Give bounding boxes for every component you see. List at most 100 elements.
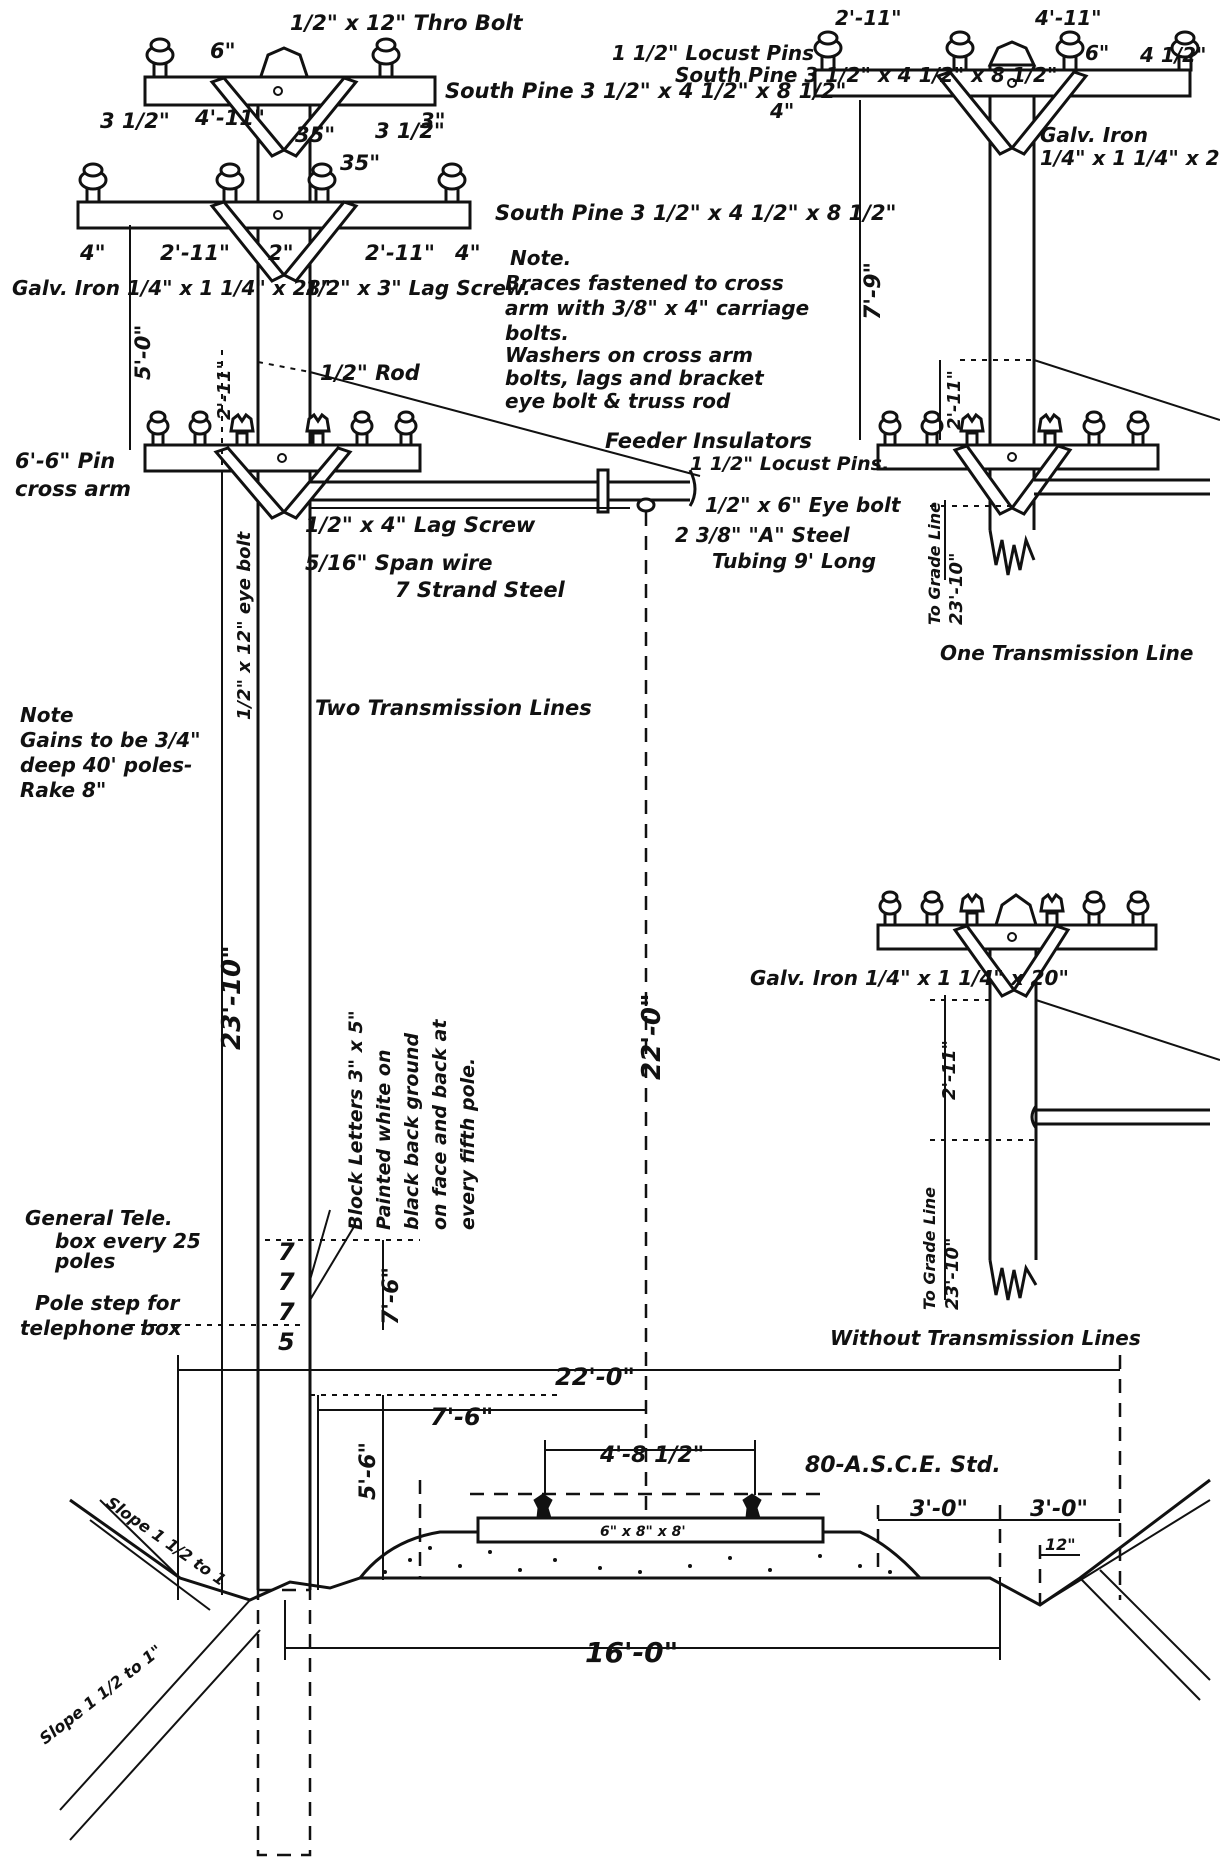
label-ol-locust-pins: 1 1/2" Locust Pins: [612, 41, 814, 65]
tie: [476, 1516, 825, 1544]
label-steel-tubing-2: Tubing 9' Long: [712, 549, 876, 573]
label-galv-iron: Galv. Iron 1/4" x 1 1/4" x 28": [12, 276, 331, 300]
label-ol-to-grade-1: To Grade Line: [925, 502, 944, 625]
label-22-0: 22'-0": [555, 1363, 635, 1391]
label-7-6-vert: 7'-6": [379, 1267, 404, 1325]
label-ol-7-9: 7'-9": [861, 262, 886, 320]
truss-rod: [309, 371, 701, 477]
note-braces: Note. Braces fastened to cross arm with …: [505, 246, 809, 413]
one-line-pin-arm: [876, 443, 1160, 471]
note-gains: Note Gains to be 3/4" deep 40' poles- Ra…: [20, 703, 201, 802]
one-line-pin-insulators: [878, 410, 1150, 447]
label-ol-caption: One Transmission Line: [940, 641, 1193, 665]
label-gauge: 4'-8 1/2": [599, 1443, 704, 1468]
label-16-0: 16'-0": [585, 1636, 678, 1669]
label-wl-caption: Without Transmission Lines: [830, 1326, 1141, 1350]
label-3-0-right: 3'-0": [1030, 1497, 1088, 1522]
label-dim-2-11-right: 2'-11": [365, 241, 435, 265]
label-22-0-vert: 22'-0": [637, 993, 667, 1080]
pole-step-line-0: Pole step for: [35, 1291, 181, 1315]
label-eye-bolt-vertical: 1/2" x 12" eye bolt: [234, 530, 255, 720]
label-rail: 80-A.S.C.E. Std.: [805, 1453, 1001, 1478]
label-dim-5-0: 5'-0": [131, 325, 155, 380]
note-gains-line-3: Rake 8": [20, 778, 106, 802]
thro-bolt: [273, 86, 283, 96]
label-span-wire: 5/16" Span wire: [305, 551, 493, 575]
pole-step-line-1: telephone box: [20, 1316, 183, 1340]
block-letters-line-4: every fifth pole.: [457, 1058, 479, 1230]
one-line-top-insulators: [813, 30, 1200, 72]
two-lines-pole: [76, 37, 701, 1857]
pin-cross-arm: [143, 443, 422, 473]
label-wl-galv-iron: Galv. Iron 1/4" x 1 1/4" x 20": [750, 966, 1069, 990]
label-two-lines-caption: Two Transmission Lines: [315, 696, 592, 720]
label-pin-cross-arm-1: 6'-6" Pin: [15, 449, 115, 473]
label-slope-upper: Slope 1 1/2 to 1: [103, 1493, 230, 1590]
feeder-insulator: [596, 468, 610, 514]
pole-number-0: 7: [278, 1238, 295, 1266]
note-braces-line-5: bolts, lags and bracket: [505, 366, 765, 390]
without-lines-pole: [876, 890, 1220, 1301]
label-3-0-left: 3'-0": [910, 1497, 968, 1522]
note-braces-line-1: Braces fastened to cross: [505, 271, 784, 295]
telephone-box-line-0: General Tele.: [25, 1206, 173, 1230]
pole-lower-labels: 23'-10" 22'-0" Block Letters 3" x 5" Pai…: [20, 945, 667, 1356]
label-south-pine-2: South Pine 3 1/2" x 4 1/2" x 8 1/2": [495, 201, 897, 225]
label-ol-4half: 4 1/2": [1139, 43, 1206, 67]
label-ol-galv-iron-1: Galv. Iron: [1040, 123, 1148, 147]
label-ol-2-11: 2'-11": [835, 6, 902, 30]
label-dim-3half-left: 3 1/2": [100, 109, 170, 133]
label-dim-2-11-vert: 2'-11": [214, 360, 235, 420]
label-ol-4-11: 4'-11": [1034, 6, 1102, 30]
label-dim-3: 3": [420, 109, 446, 133]
one-line-labels: 2'-11" 4'-11" 1 1/2" Locust Pins 6" 4 1/…: [612, 6, 1220, 665]
note-gains-line-1: Gains to be 3/4": [20, 728, 201, 752]
tubing-end: [688, 469, 697, 507]
block-letters-line-2: black back ground: [401, 1033, 423, 1230]
pole-number-2: 7: [278, 1298, 295, 1326]
pin-arm-insulators: [146, 410, 418, 447]
label-dim-6: 6": [210, 39, 236, 63]
top-arm-braces: [209, 76, 359, 158]
label-12: 12": [1045, 1535, 1076, 1554]
note-braces-line-2: arm with 3/8" x 4" carriage: [505, 296, 809, 320]
ground-hatching: [59, 1499, 1211, 1841]
label-steel-tubing-1: 2 3/8" "A" Steel: [675, 523, 851, 547]
block-letters-line-3: on face and back at: [429, 1019, 451, 1230]
without-lines-labels: Galv. Iron 1/4" x 1 1/4" x 20" Without T…: [750, 966, 1141, 1350]
one-line-top-arm: [813, 68, 1192, 98]
label-ol-to-grade-2: 23'-10": [946, 553, 967, 625]
label-locust-pins: 1 1/2" Locust Pins.: [690, 453, 889, 475]
note-braces-line-0: Note.: [510, 246, 571, 270]
label-dim-4-left: 4": [79, 241, 106, 265]
one-line-pole: [813, 30, 1220, 580]
label-tie: 6" x 8" x 8': [600, 1524, 686, 1540]
two-lines-labels: 1/2" x 12" Thro Bolt 6" South Pine 3 1/2…: [12, 11, 902, 720]
label-5-6: 5'-6": [356, 1442, 381, 1500]
pole-number-3: 5: [278, 1328, 295, 1356]
label-dim-4-11: 4'-11": [194, 106, 265, 130]
telephone-box-line-1: box every 25: [55, 1229, 201, 1253]
rails: [533, 1493, 762, 1519]
without-lines-insulators: [878, 890, 1150, 927]
label-lag-screw-bottom: 1/2" x 4" Lag Screw: [305, 513, 536, 537]
top-cross-arm: [143, 75, 437, 107]
track-cross-section: [59, 1209, 1211, 1841]
telephone-box-line-2: poles: [54, 1249, 115, 1273]
label-strand-steel: 7 Strand Steel: [395, 578, 566, 602]
note-gains-line-0: Note: [20, 703, 74, 727]
label-dim-2-11-left: 2'-11": [160, 241, 230, 265]
block-letters-line-0: Block Letters 3" x 5": [345, 1010, 367, 1230]
note-gains-line-2: deep 40' poles-: [20, 753, 192, 777]
label-ol-6: 6": [1085, 41, 1109, 65]
second-arm-insulators: [78, 162, 467, 204]
pole-break: [988, 529, 1036, 576]
label-7-6: 7'-6": [430, 1403, 493, 1431]
label-23-10: 23'-10": [217, 945, 247, 1050]
label-eye-bolt: 1/2" x 6" Eye bolt: [705, 493, 902, 517]
label-dim-3half-right: 3 1/2": [375, 119, 445, 143]
label-dim-4-right: 4": [454, 241, 481, 265]
label-ol-galv-iron-2: 1/4" x 1 1/4" x 28": [1040, 146, 1220, 170]
label-pin-cross-arm-2: cross arm: [15, 477, 131, 501]
